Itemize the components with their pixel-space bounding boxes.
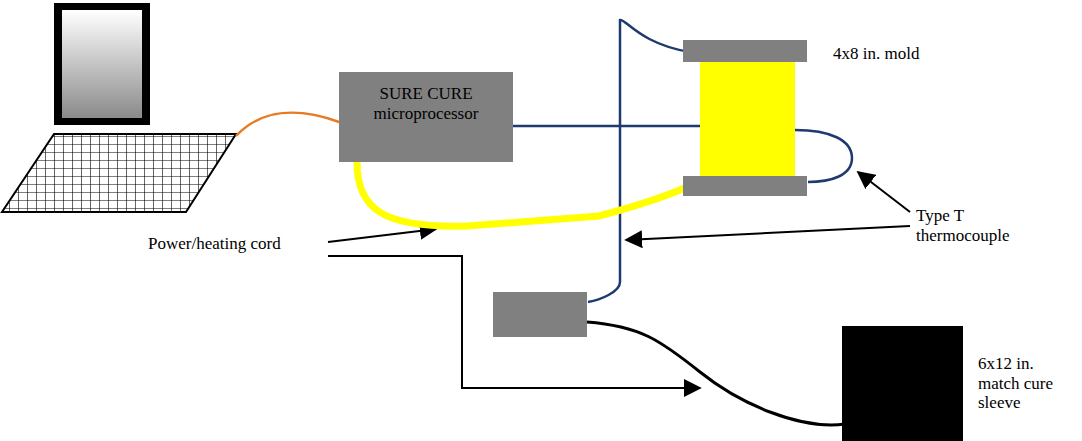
thermocouple-label: Type T thermocouple	[914, 206, 1058, 245]
laptop	[2, 3, 236, 212]
mold-cap	[683, 176, 807, 196]
node-label: 4x8 in. mold	[833, 44, 919, 64]
controller-box	[493, 292, 587, 337]
usb-cable	[236, 113, 339, 136]
node-label: SURE CURE microprocessor	[366, 84, 486, 123]
leader-arrow	[328, 229, 436, 242]
cord-label: Power/heating cord	[146, 234, 283, 254]
match-cure-sleeve: 6x12 in. match cure sleeve	[842, 326, 963, 441]
thermocouple-wire	[513, 125, 700, 128]
power-heating-cord	[357, 162, 689, 226]
sleeve-cord	[587, 322, 845, 425]
mold: 4x8 in. mold	[683, 40, 807, 196]
mold-body	[700, 62, 795, 176]
leader-arrow	[858, 172, 910, 212]
mold-cap	[683, 40, 807, 62]
thermocouple-wire	[795, 130, 852, 182]
node-label: 6x12 in. match cure sleeve	[978, 354, 1076, 413]
processor-box: SURE CURE microprocessor	[339, 72, 513, 162]
leader-arrow	[626, 226, 910, 240]
thermocouple-wire	[588, 20, 690, 302]
leader-arrow	[328, 256, 700, 388]
